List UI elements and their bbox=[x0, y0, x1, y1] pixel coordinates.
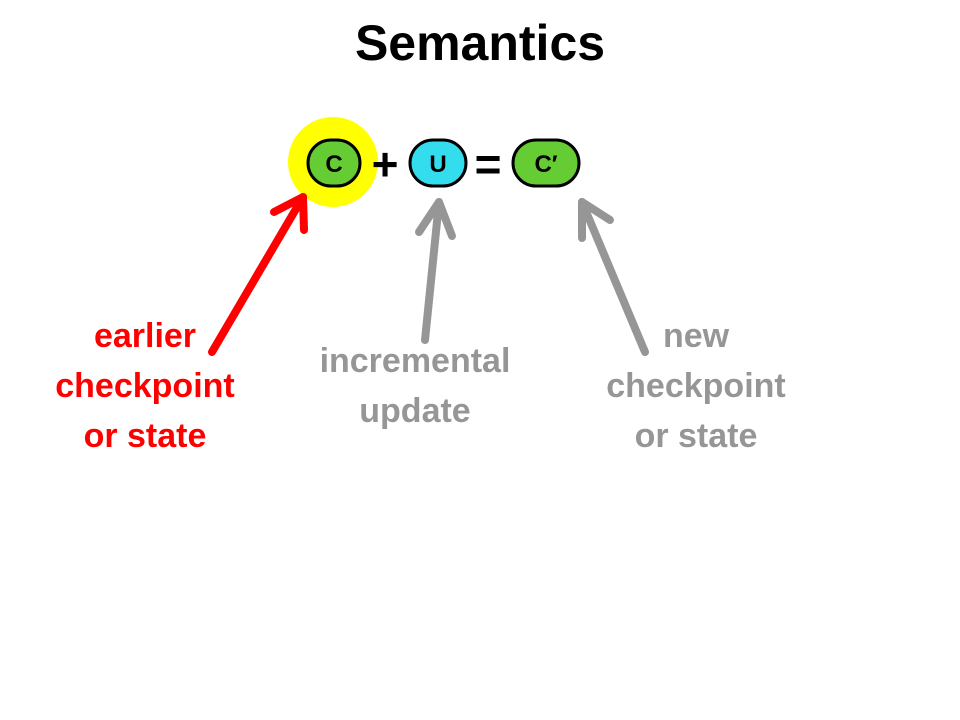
label-incremental-line-1: incremental bbox=[319, 342, 511, 380]
label-new-checkpoint: new checkpoint or state bbox=[586, 311, 806, 461]
equals-operator: = bbox=[475, 138, 502, 190]
label-earlier-line-2: checkpoint bbox=[55, 367, 235, 405]
label-new-line-2: checkpoint bbox=[606, 367, 786, 405]
label-earlier-line-3: or state bbox=[83, 417, 207, 455]
token-c-label: C bbox=[325, 151, 342, 178]
token-u: U bbox=[408, 138, 468, 188]
token-c-prime: C′ bbox=[511, 138, 581, 188]
arrow-incremental bbox=[415, 198, 456, 344]
label-earlier-line-1: earlier bbox=[93, 317, 197, 355]
label-earlier-checkpoint: earlier checkpoint or state bbox=[40, 311, 250, 461]
label-incremental-update: incremental update bbox=[300, 336, 530, 436]
label-incremental-line-2: update bbox=[359, 392, 471, 430]
token-c-prime-label: C′ bbox=[534, 151, 557, 178]
token-u-label: U bbox=[429, 151, 446, 178]
label-new-line-1: new bbox=[662, 317, 730, 355]
slide-title: Semantics bbox=[354, 15, 606, 71]
plus-operator: + bbox=[372, 138, 399, 190]
arrow-earlier bbox=[208, 193, 308, 356]
arrow-new bbox=[578, 198, 649, 356]
token-c: C bbox=[306, 138, 362, 188]
label-new-line-3: or state bbox=[634, 417, 758, 455]
